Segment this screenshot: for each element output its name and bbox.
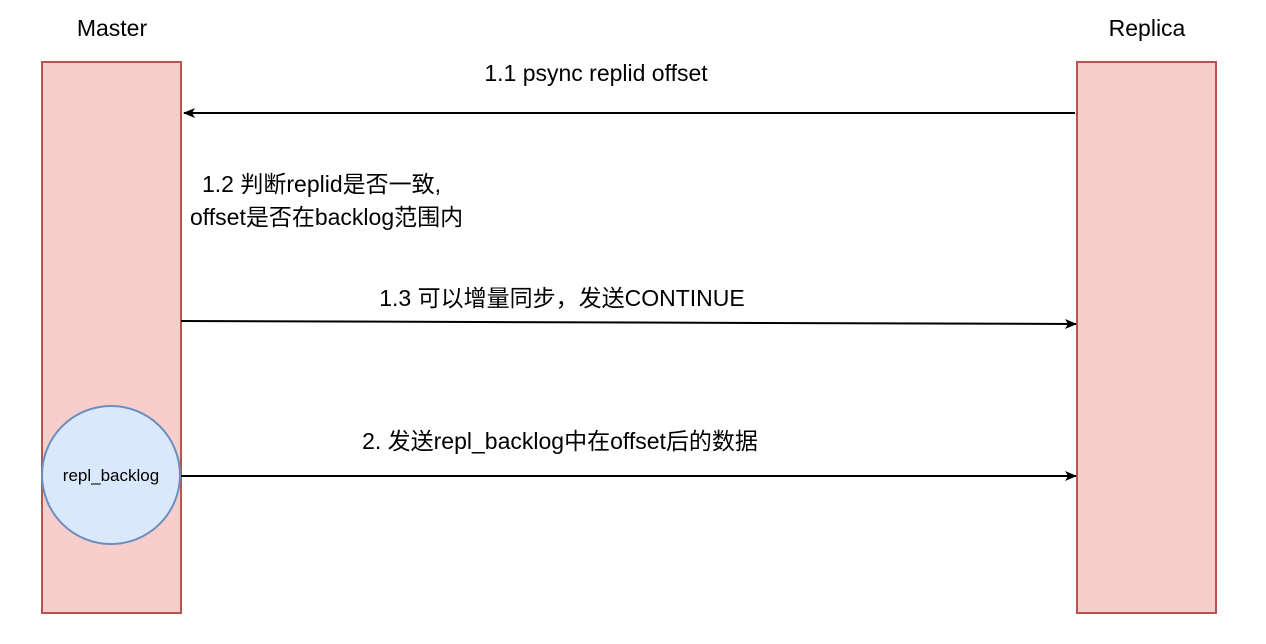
replica-lifeline [1076,61,1217,614]
arrow-continue [180,318,1077,329]
repl-backlog-circle [41,405,181,545]
message-1-2-line1: 1.2 判断replid是否一致, [202,171,441,197]
replica-title: Replica [1109,15,1186,41]
message-1-3: 1.3 可以增量同步，发送CONTINUE [379,285,744,311]
repl-backlog-label: repl_backlog [63,466,159,485]
message-1-2-line2: offset是否在backlog范围内 [190,204,463,230]
master-title: Master [77,15,148,41]
message-2: 2. 发送repl_backlog中在offset后的数据 [362,428,758,454]
message-1-1: 1.1 psync replid offset [484,60,708,86]
